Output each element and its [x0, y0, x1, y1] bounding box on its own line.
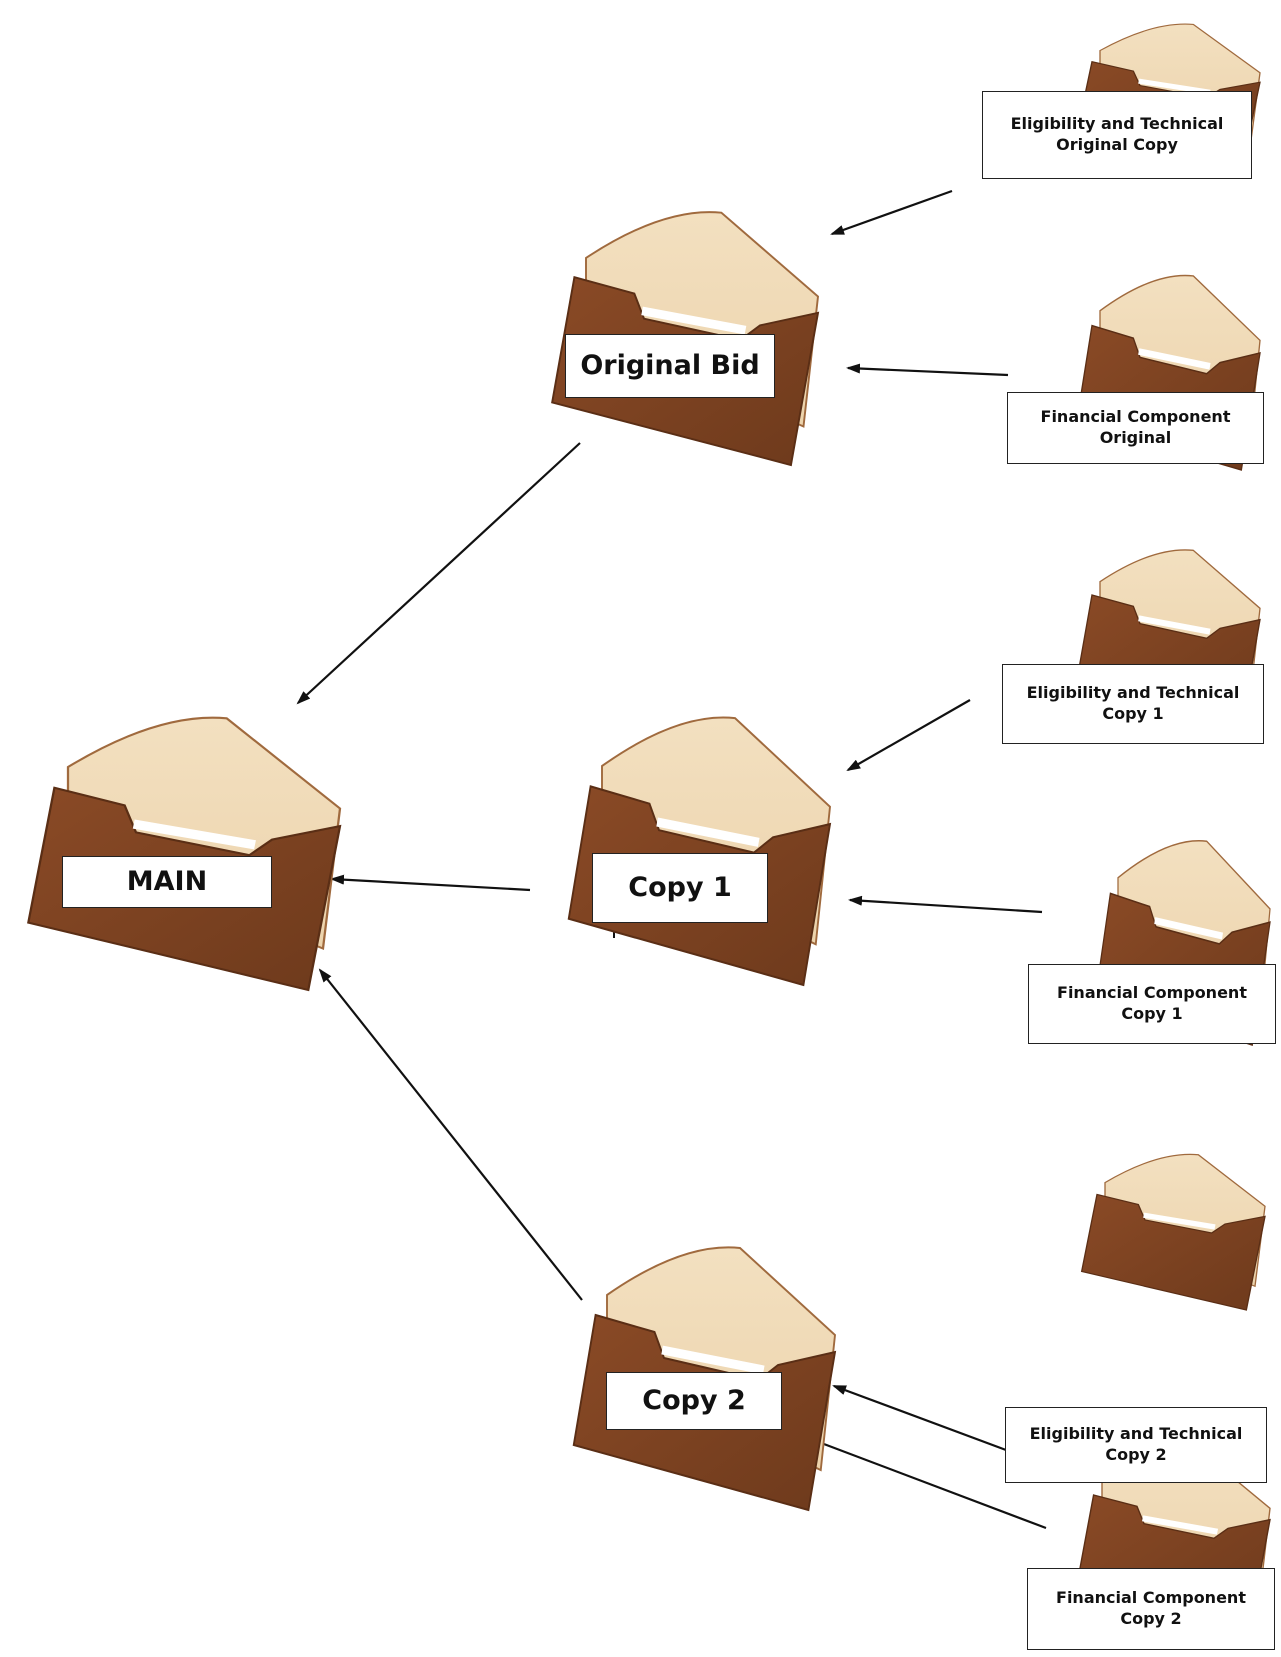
envelope-icon-copy1	[545, 710, 832, 987]
et-copy2-line1: Eligibility and Technical	[1029, 1424, 1243, 1444]
fin-original-line2: Original	[1099, 428, 1172, 447]
arrow-et-original-to-original-bid	[830, 189, 953, 236]
et-copy2-label: Eligibility and Technical Copy 2	[1005, 1407, 1267, 1483]
fin-copy1-label: Financial Component Copy 1	[1028, 964, 1276, 1044]
main-text: MAIN	[126, 866, 208, 898]
et-original-line1: Eligibility and Technical	[1010, 114, 1224, 134]
fin-original-label: Financial Component Original	[1007, 392, 1264, 464]
copy2-text: Copy 2	[642, 1385, 746, 1417]
fin-copy1-line1: Financial Component	[1057, 983, 1247, 1003]
envelope-icon-main	[0, 710, 342, 992]
et-copy2-line2: Copy 2	[1105, 1445, 1167, 1464]
et-copy1-line1: Eligibility and Technical	[1026, 683, 1240, 703]
et-copy1-line2: Copy 1	[1102, 704, 1164, 723]
main-label: MAIN	[62, 856, 272, 908]
et-copy1-label: Eligibility and Technical Copy 1	[1002, 664, 1264, 744]
arrow-et-copy1-to-copy1	[846, 699, 971, 771]
original-bid-label: Original Bid	[565, 334, 775, 398]
fin-copy1-line2: Copy 1	[1121, 1004, 1183, 1023]
arrow-fin-copy1-to-copy1	[848, 895, 1043, 914]
copy2-label: Copy 2	[606, 1372, 782, 1430]
fin-original-line1: Financial Component	[1040, 407, 1231, 427]
arrow-copy2-to-main	[318, 968, 583, 1301]
fin-copy2-line1: Financial Component	[1056, 1588, 1246, 1608]
arrow-original-bid-to-main	[296, 442, 581, 705]
original-bid-text: Original Bid	[580, 350, 760, 382]
fin-copy2-line2: Copy 2	[1120, 1609, 1182, 1628]
copy1-text: Copy 1	[628, 872, 732, 904]
copy1-label: Copy 1	[592, 853, 768, 923]
arrow-copy1-to-main	[330, 874, 531, 892]
arrow-et-copy2-to-copy2	[832, 1384, 1007, 1452]
et-original-label: Eligibility and Technical Original Copy	[982, 91, 1252, 179]
envelope-icon-et-copy2	[1065, 1150, 1266, 1311]
et-original-line2: Original Copy	[1056, 135, 1178, 154]
arrow-fin-original-to-original-bid	[846, 363, 1009, 377]
fin-copy2-label: Financial Component Copy 2	[1027, 1568, 1275, 1650]
arrow-fin-copy2-to-copy2	[806, 1436, 1047, 1530]
